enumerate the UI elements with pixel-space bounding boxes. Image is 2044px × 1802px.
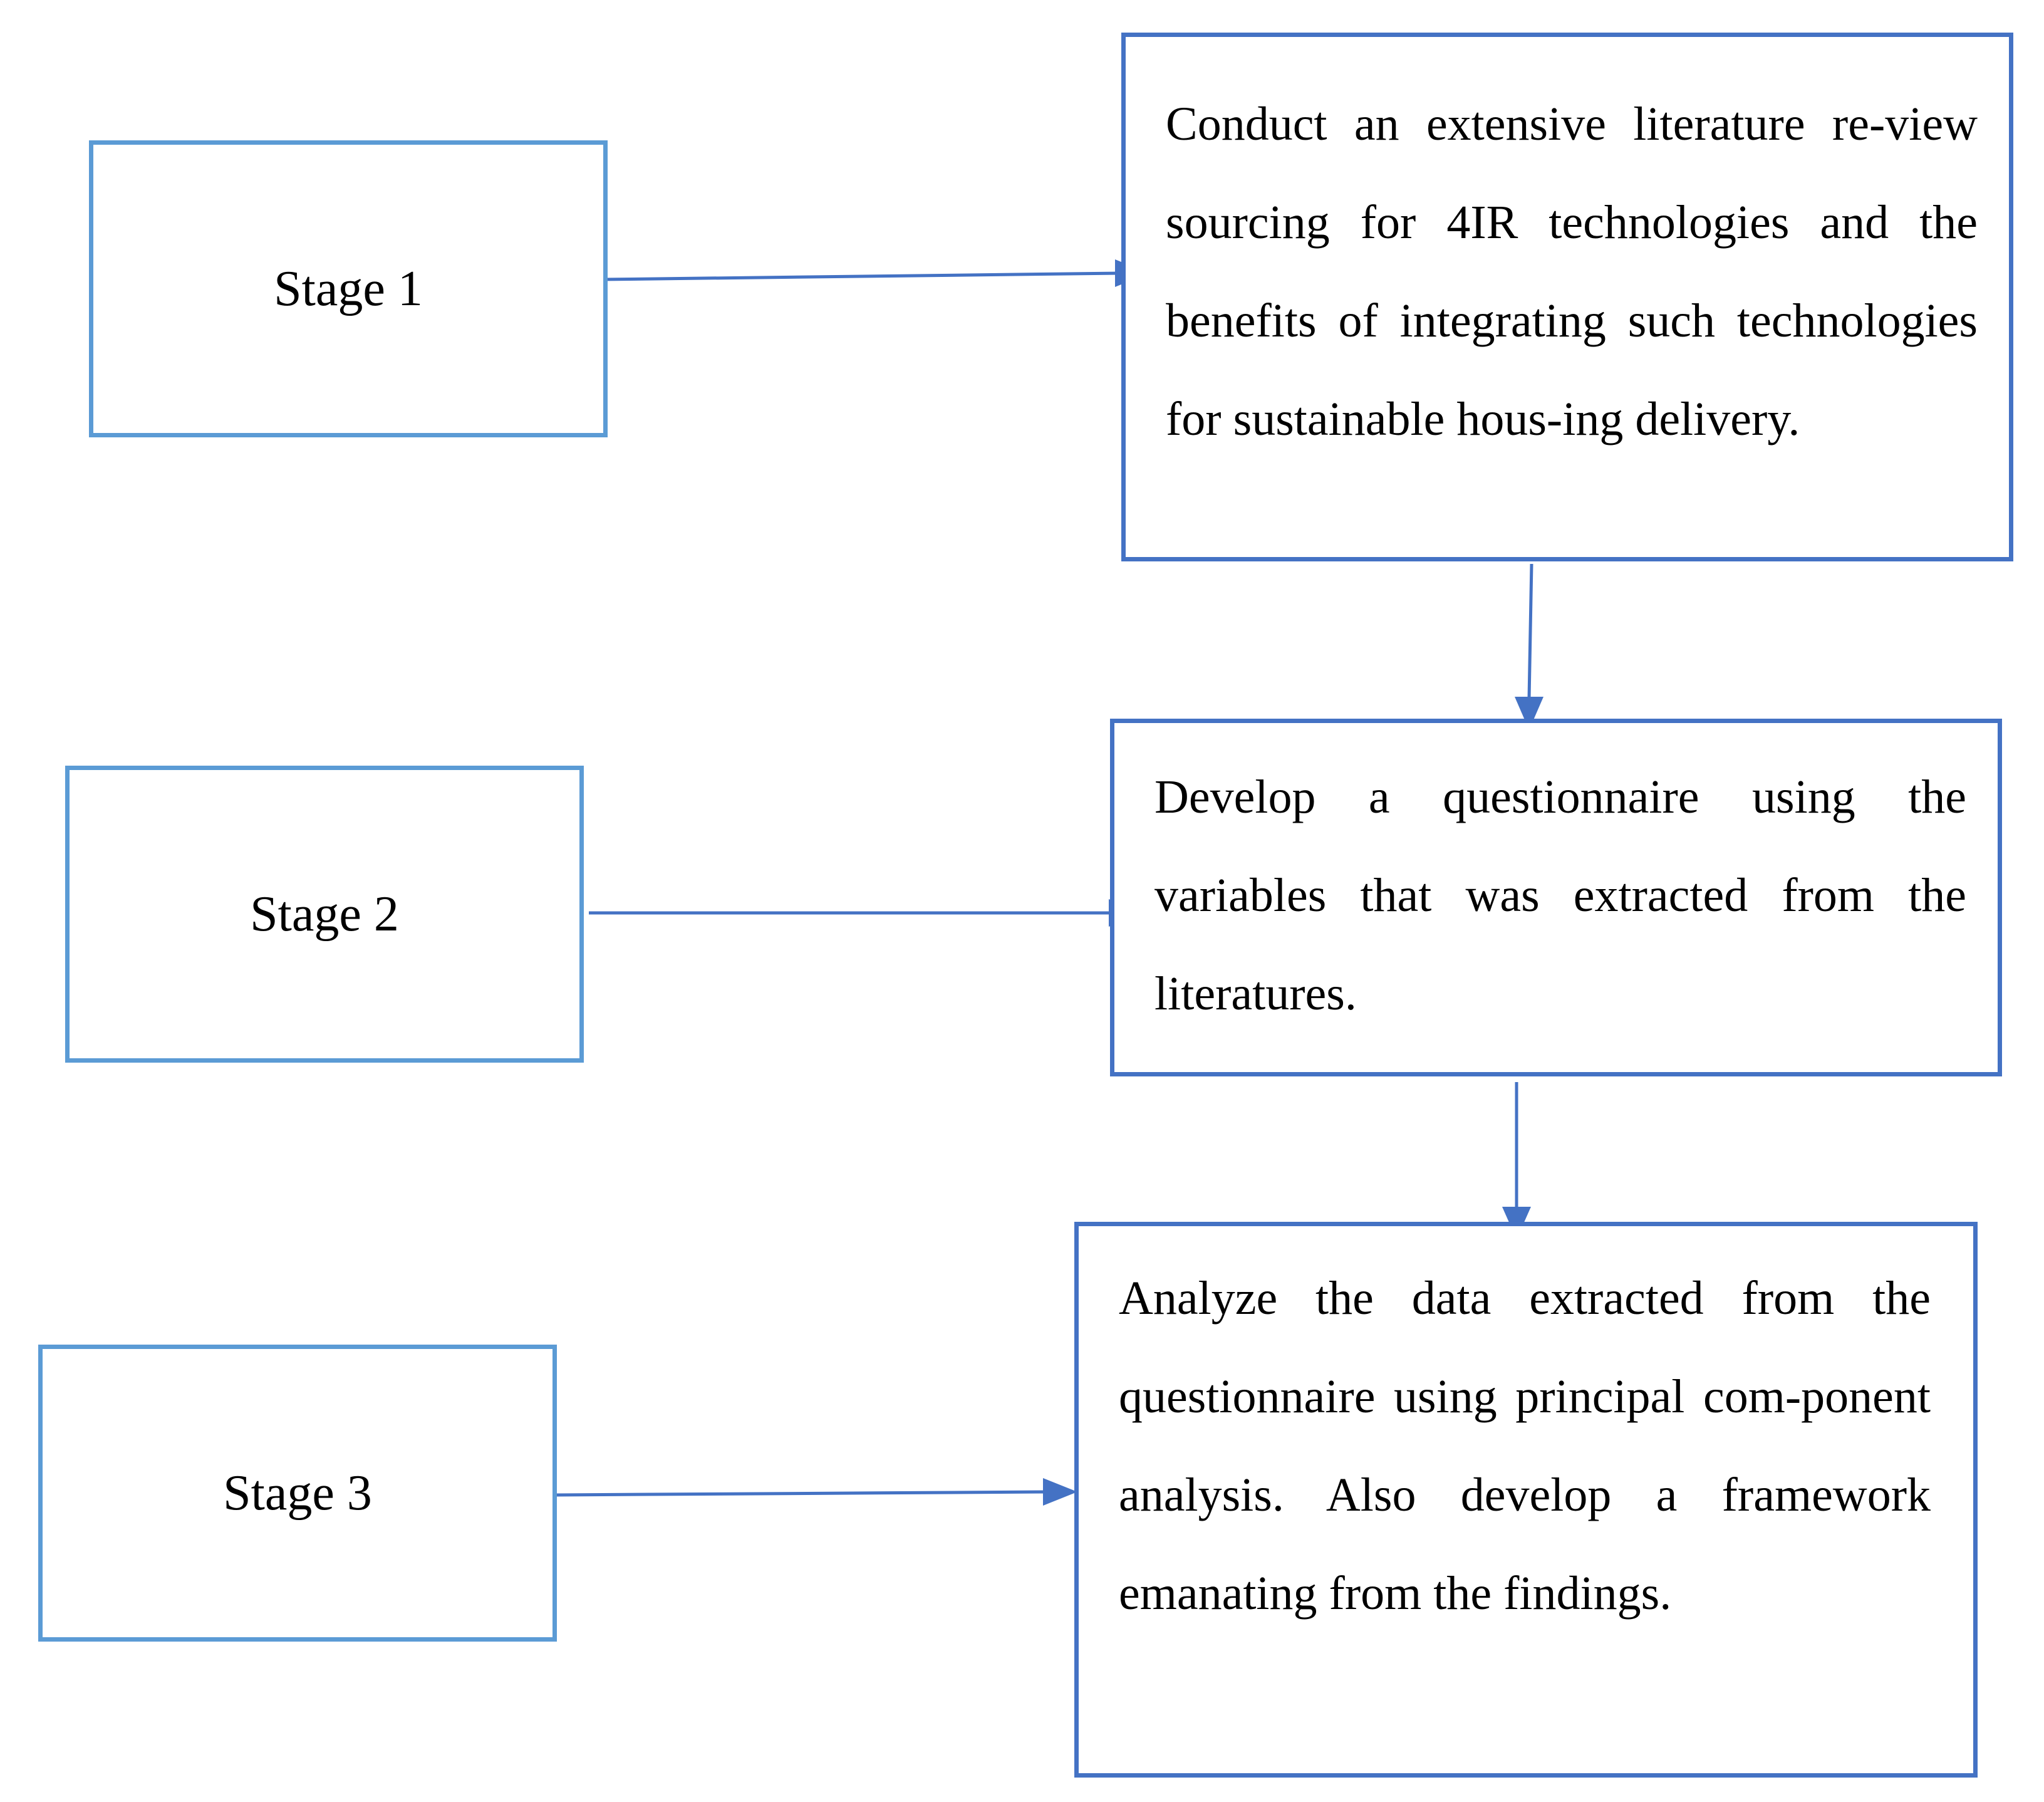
arrow-stage1-to-step1 bbox=[602, 271, 1122, 281]
step-2-box: Develop a questionnaire using the variab… bbox=[1110, 719, 2002, 1076]
step-3-box: Analyze the data extracted from the ques… bbox=[1074, 1222, 1978, 1778]
step-1-text: Conduct an extensive literature re-view … bbox=[1166, 98, 1978, 445]
arrow-step1-to-step2 bbox=[1527, 563, 1533, 699]
arrowhead-step1-down bbox=[1515, 697, 1543, 730]
stage-2-box: Stage 2 bbox=[65, 766, 584, 1063]
stage-2-label: Stage 2 bbox=[250, 887, 399, 942]
stage-1-label: Stage 1 bbox=[274, 261, 423, 316]
step-2-text: Develop a questionnaire using the variab… bbox=[1154, 771, 1966, 1020]
stage-3-label: Stage 3 bbox=[223, 1466, 372, 1521]
step-1-box: Conduct an extensive literature re-view … bbox=[1121, 33, 2013, 561]
stage-3-box: Stage 3 bbox=[38, 1345, 557, 1642]
stage-1-box: Stage 1 bbox=[89, 140, 608, 437]
step-3-text: Analyze the data extracted from the ques… bbox=[1119, 1272, 1931, 1620]
arrowhead-stage3 bbox=[1043, 1478, 1077, 1506]
arrow-stage3-to-step3 bbox=[554, 1490, 1053, 1497]
